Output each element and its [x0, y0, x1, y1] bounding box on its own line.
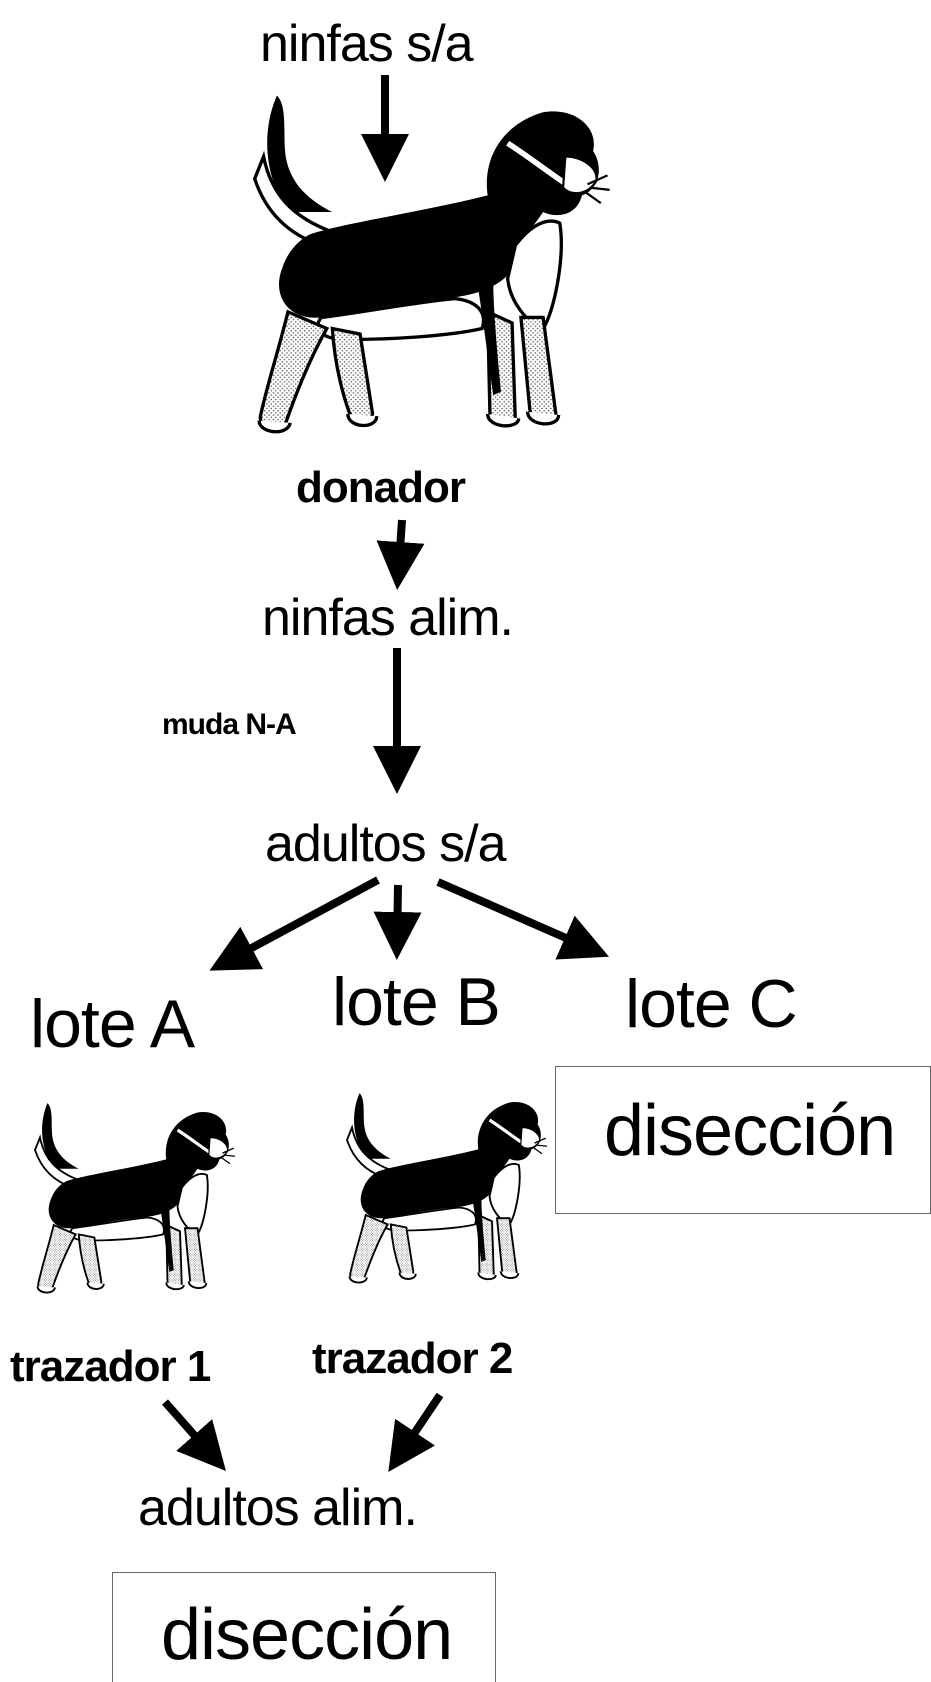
tracer-2-label: trazador 2	[312, 1334, 513, 1383]
unfed-adults-label: adultos s/a	[265, 815, 506, 873]
dissection-label-right: disección	[604, 1091, 896, 1171]
donor-label: donador	[296, 463, 466, 512]
arrow-donor-to-fed-nymphs	[376, 519, 425, 590]
dog-icon	[33, 1101, 235, 1295]
lot-b-label: lote B	[332, 964, 501, 1040]
arrow-to-lot-c	[436, 878, 609, 960]
fed-nymphs-label: ninfas alim.	[262, 589, 514, 647]
molt-label: muda N-A	[162, 708, 297, 741]
dog-icon	[345, 1091, 547, 1285]
unfed-nymphs-label: ninfas s/a	[260, 15, 474, 73]
lot-a-label: lote A	[30, 986, 195, 1062]
arrow-tracer-1-to-fed-adults	[162, 1399, 226, 1471]
arrow-to-lot-b	[373, 884, 422, 960]
fed-adults-label: adultos alim.	[138, 1479, 418, 1537]
dissection-label-bottom: disección	[161, 1595, 453, 1675]
lot-c-label: lote C	[625, 966, 798, 1042]
tracer-1-label: trazador 1	[10, 1342, 211, 1391]
arrow-to-lot-a	[209, 876, 380, 971]
dissection-box-right: disección	[555, 1066, 931, 1214]
dissection-box-bottom: disección	[112, 1572, 496, 1682]
dog-icon	[210, 90, 610, 445]
arrow-tracer-2-to-fed-adults	[388, 1392, 444, 1472]
